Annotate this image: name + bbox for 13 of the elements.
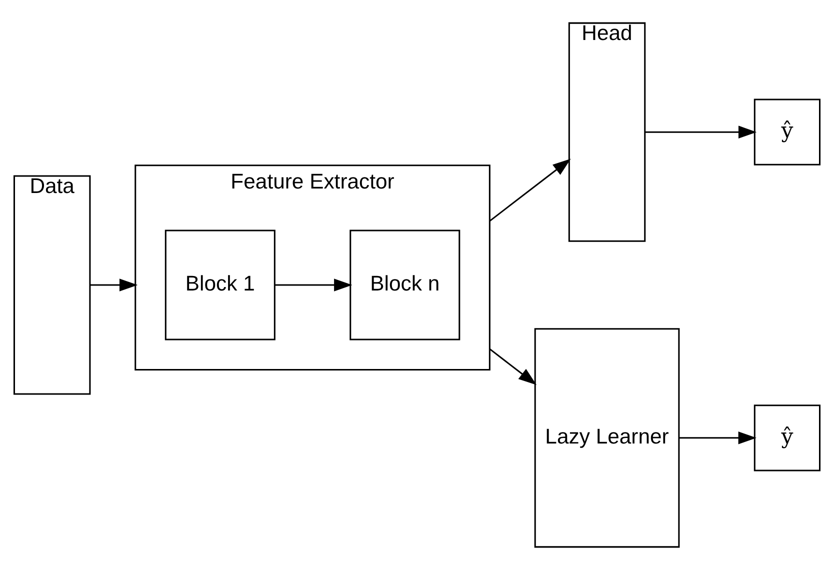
node-box: Head [568,22,646,242]
arrow [489,348,537,385]
node-box: Block 1 [164,230,276,340]
node-box: Block n [350,230,460,340]
arrow [679,432,756,444]
node-box: ŷ [754,98,821,166]
node-box: ŷ [754,404,821,472]
node-box: Lazy Learner [534,328,680,548]
arrow [645,126,757,138]
arrow [274,278,352,292]
node-box: Data [13,175,91,395]
arrow [489,158,571,222]
arrow [90,278,138,292]
